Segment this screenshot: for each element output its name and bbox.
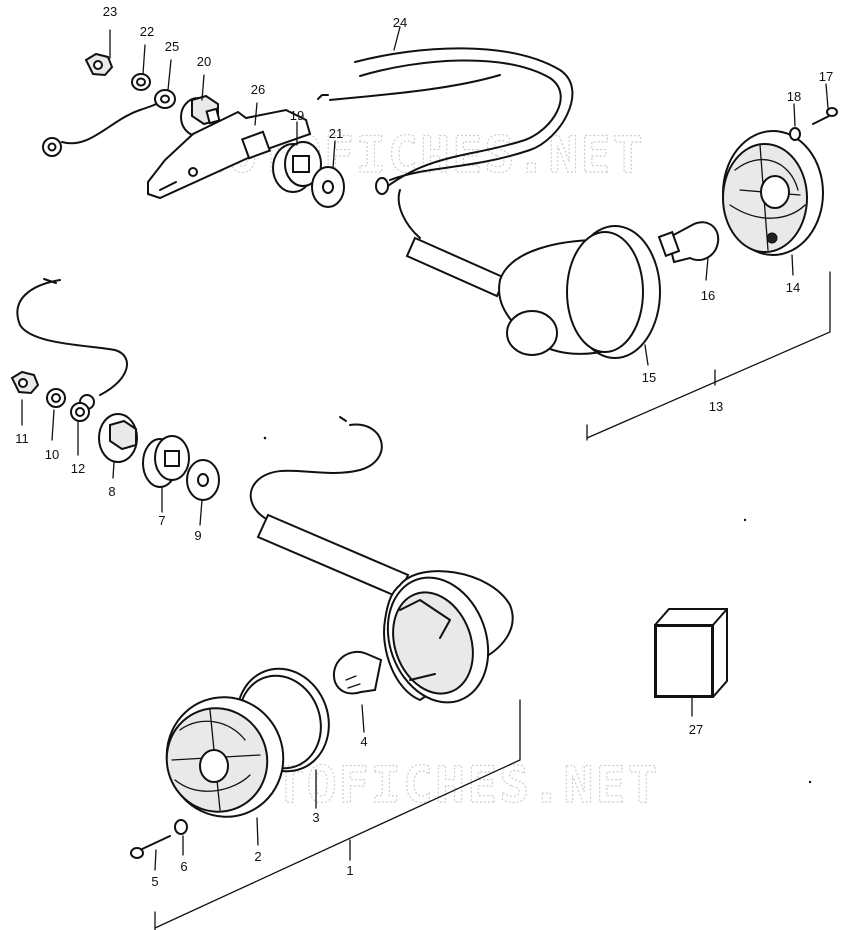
ground-wire-top	[61, 99, 163, 145]
leader-lines	[21, 26, 831, 930]
callout-6: 6	[180, 859, 187, 874]
bulb-16	[657, 221, 720, 264]
callout-13: 13	[709, 399, 723, 414]
callout-25: 25	[165, 39, 179, 54]
turn-signal-rear	[317, 47, 838, 359]
lens-2	[165, 696, 285, 818]
callout-1: 1	[346, 863, 353, 878]
front-mount-assembly	[10, 278, 220, 501]
callout-15: 15	[642, 370, 656, 385]
bracket-26	[147, 108, 312, 200]
callout-20: 20	[197, 54, 211, 69]
grommet-7	[142, 435, 190, 488]
washer-18	[789, 127, 801, 141]
lamp-stem-front	[256, 513, 410, 599]
callout-21: 21	[329, 126, 343, 141]
bulb-4	[332, 651, 383, 695]
callout-4: 4	[360, 734, 367, 749]
bolt-8	[98, 413, 138, 463]
lens-14	[722, 130, 824, 256]
callout-26: 26	[251, 82, 265, 97]
callout-11: 11	[15, 431, 29, 446]
grommet-19	[272, 141, 322, 193]
callout-10: 10	[45, 447, 59, 462]
washer-6	[174, 819, 188, 835]
lamp-stem-rear	[405, 236, 507, 298]
screw-5	[130, 835, 171, 859]
callout-2: 2	[254, 849, 261, 864]
callout-23: 23	[103, 4, 117, 19]
front-lamp-wire	[249, 423, 383, 521]
turn-signal-front	[130, 416, 514, 859]
callout-22: 22	[140, 24, 154, 39]
callout-5: 5	[151, 874, 158, 889]
callout-24: 24	[393, 15, 407, 30]
rear-mount-assembly	[42, 52, 345, 208]
flasher-relay-27	[654, 608, 728, 698]
callout-19: 19	[290, 108, 304, 123]
callout-9: 9	[194, 528, 201, 543]
callout-3: 3	[312, 810, 319, 825]
callout-18: 18	[787, 89, 801, 104]
ground-wire-mid	[16, 279, 128, 396]
wire-24	[354, 47, 574, 181]
callout-14: 14	[786, 280, 800, 295]
callout-17: 17	[819, 69, 833, 84]
callout-7: 7	[158, 513, 165, 528]
callout-labels: 23 22 25 20 26 19 21 24 17 18 14 16 15 1…	[15, 4, 833, 889]
watermark-bottom: MOTOFICHES.NET	[210, 756, 659, 814]
callout-16: 16	[701, 288, 715, 303]
callout-27: 27	[689, 722, 703, 737]
callout-8: 8	[108, 484, 115, 499]
callout-12: 12	[71, 461, 85, 476]
screw-17	[812, 107, 838, 125]
